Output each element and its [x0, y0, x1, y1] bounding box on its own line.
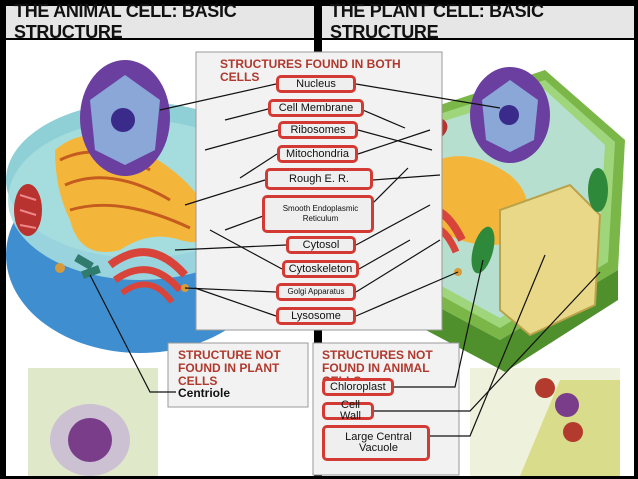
both-cells-heading: STRUCTURES FOUND IN BOTH CELLS: [220, 57, 401, 84]
plant-chloroplast-right: [588, 168, 608, 212]
label-cytosol: Cytosol: [286, 236, 356, 254]
animal-rough-er: [55, 135, 211, 252]
plant-chloroplast-left: [471, 226, 495, 274]
label-cell-membrane: Cell Membrane: [268, 99, 364, 117]
label-mitochondria: Mitochondria: [277, 145, 358, 163]
label-smooth-er: Smooth Endoplasmic Reticulum: [262, 195, 374, 233]
label-lysosome: Lysosome: [276, 307, 356, 325]
label-rough-er: Rough E. R.: [265, 168, 373, 190]
micrograph-nucleus-icon: [68, 418, 112, 462]
not-in-plant-heading: STRUCTURE NOT FOUND IN PLANT CELLS: [178, 348, 281, 388]
label-cell-wall: Cell Wall: [322, 400, 374, 422]
label-cytoskeleton: Cytoskeleton: [282, 260, 359, 278]
animal-golgi: [107, 248, 189, 278]
label-centriole: Centriole: [178, 386, 231, 400]
plant-nucleolus: [499, 105, 519, 125]
label-nucleus: Nucleus: [276, 75, 356, 93]
plant-large-central-vacuole: [499, 183, 602, 337]
not-in-plant-box: [167, 342, 309, 408]
animal-centriole: [74, 254, 94, 270]
animal-cell-title: THE ANIMAL CELL: BASIC STRUCTURE: [6, 1, 314, 42]
label-chloroplast: Chloroplast: [322, 378, 394, 396]
leader-lines: [89, 83, 601, 437]
animal-mitochondrion-left: [14, 184, 42, 236]
label-large-central-vacuole: Large Central Vacuole: [322, 425, 430, 461]
animal-nucleolus: [111, 108, 135, 132]
label-golgi-apparatus: Golgi Apparatus: [276, 283, 356, 301]
plant-cell: [388, 67, 625, 372]
label-ribosomes: Ribosomes: [278, 121, 358, 139]
plant-cell-title: THE PLANT CELL: BASIC STRUCTURE: [322, 1, 634, 42]
